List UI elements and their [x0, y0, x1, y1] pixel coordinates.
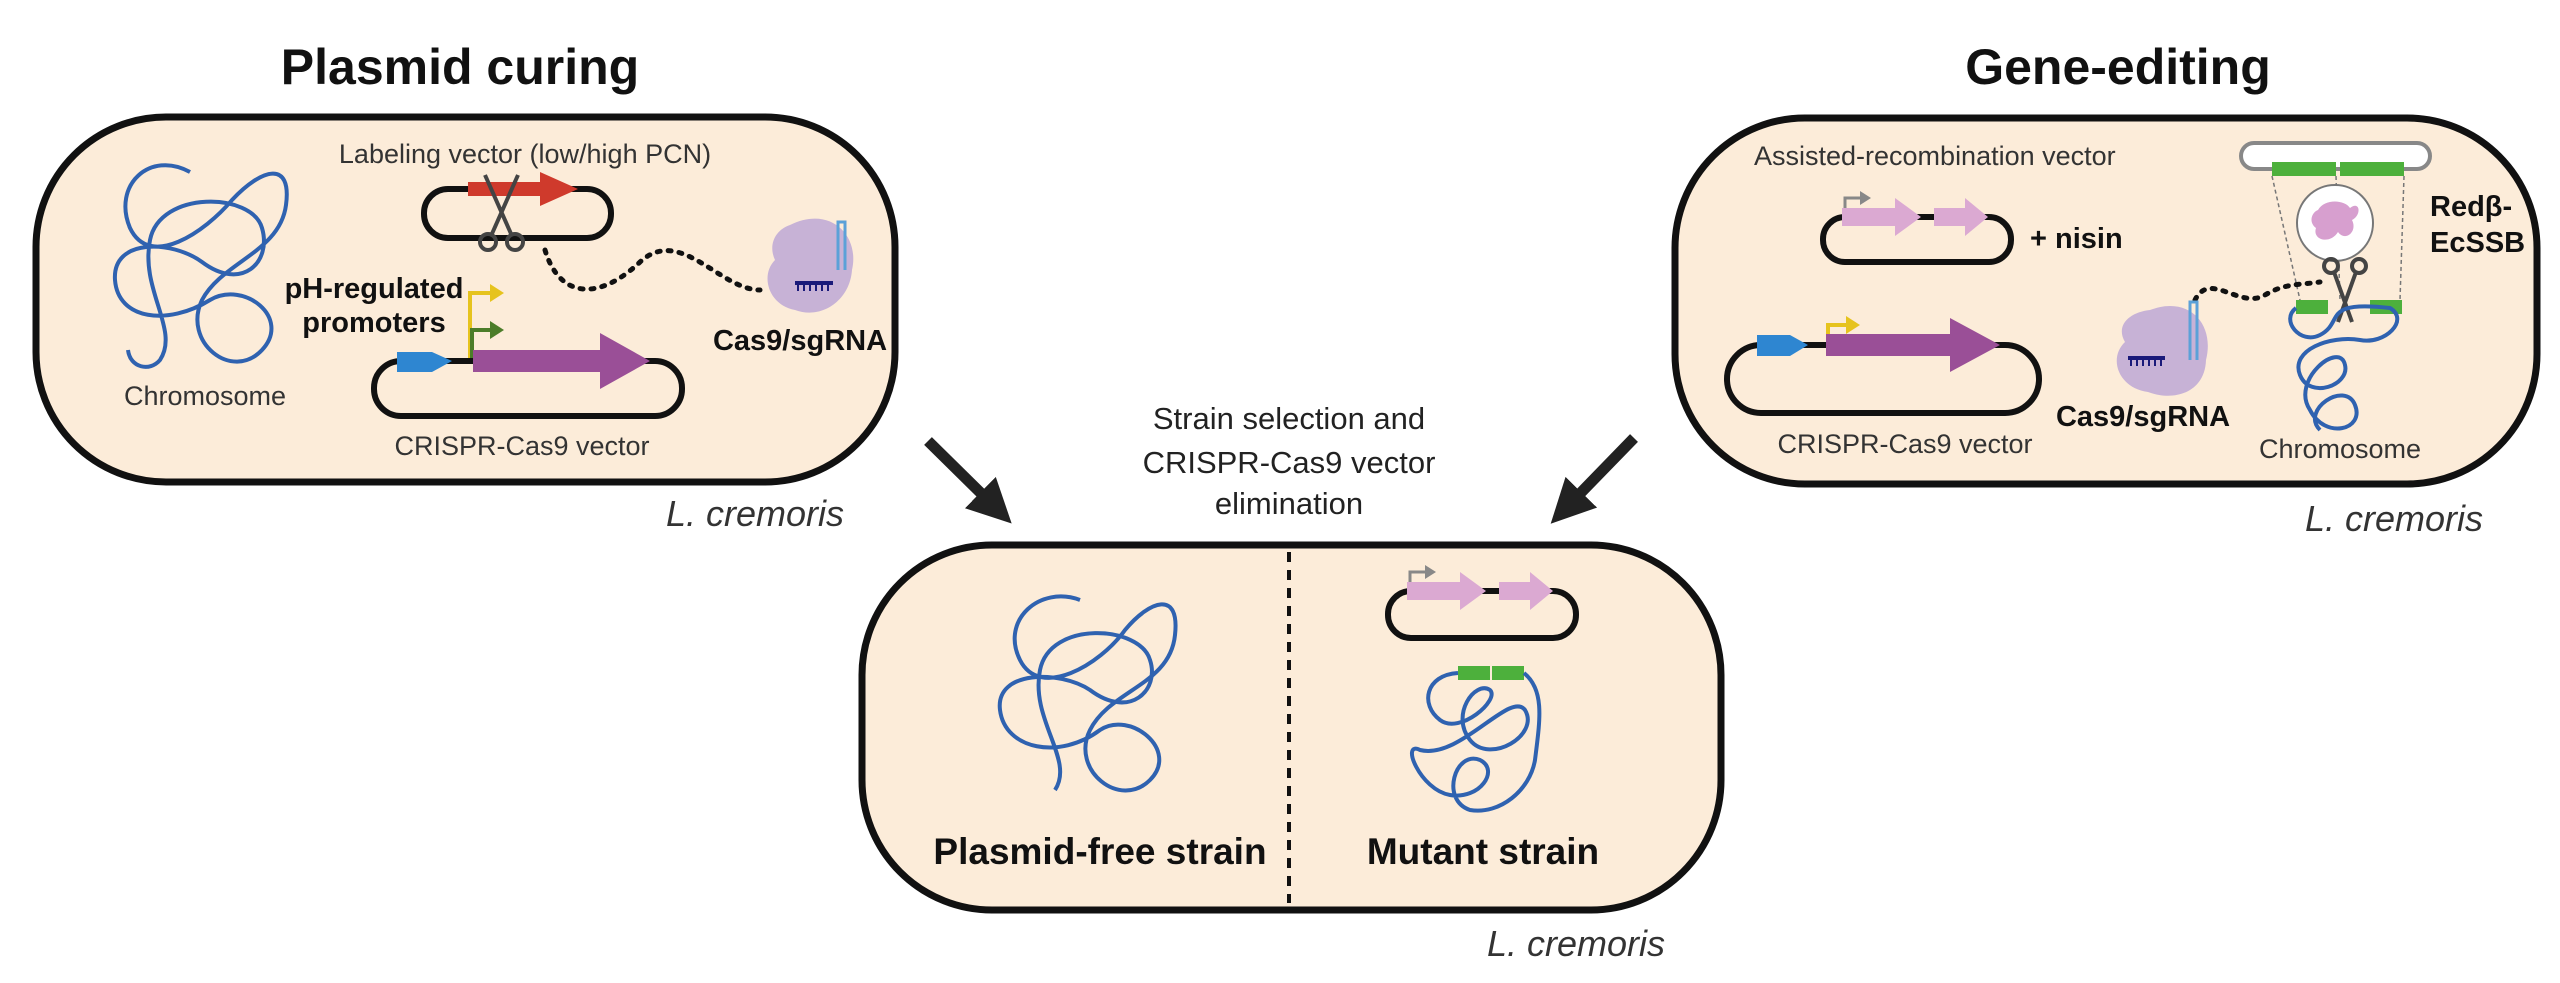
chromosome-squiggle — [2288, 304, 2400, 432]
species-label-left: L. cremoris — [666, 493, 844, 534]
green-promoter-icon — [470, 328, 492, 358]
cas9-sgrna-icon — [767, 218, 854, 313]
plasmid-free-chromosome — [997, 594, 1178, 793]
homology-arm-right — [2340, 162, 2404, 176]
edited-arm-left — [1458, 666, 1490, 680]
process-label-2: CRISPR-Cas9 vector — [1143, 445, 1436, 480]
scissors-icon — [478, 174, 525, 252]
nisin-label: + nisin — [2030, 223, 2123, 255]
title-plasmid-curing: Plasmid curing — [281, 39, 639, 95]
redbeta-gene-arrow — [1842, 198, 1921, 236]
cas9-sgrna-icon — [2116, 300, 2208, 396]
process-label-3: elimination — [1215, 486, 1363, 521]
chromosome-squiggle — [112, 163, 289, 369]
plasmid-free-strain-label: Plasmid-free strain — [933, 831, 1266, 872]
result-cell: Plasmid-free strain Mutant strain — [858, 541, 1725, 914]
crispr-vector-label: CRISPR-Cas9 vector — [1777, 429, 2032, 459]
arrow-left-to-bottom — [924, 437, 1012, 524]
cas9-gene-arrow — [473, 333, 650, 389]
arrow-right-to-bottom — [1550, 434, 1638, 524]
cell-body — [32, 113, 899, 486]
recombinase-protein-icon — [2311, 201, 2359, 240]
blue-promoter-arrow — [1757, 335, 1808, 356]
ecssb-gene-arrow — [1499, 572, 1553, 610]
recombination-guides — [2271, 175, 2405, 301]
title-gene-editing: Gene-editing — [1965, 39, 2271, 95]
gray-promoter-head — [1860, 191, 1871, 205]
mutant-strain-label: Mutant strain — [1367, 831, 1599, 872]
edited-arm-right — [1492, 666, 1524, 680]
chromosome-arm-left — [2296, 300, 2328, 314]
redbeta-gene-arrow — [1407, 572, 1486, 610]
recombinase-label-2: EcSSB — [2430, 227, 2525, 259]
assisted-vector-label: Assisted-recombination vector — [1754, 141, 2116, 171]
gene-editing-cell: Assisted-recombination vector + nisin Re… — [1671, 114, 2541, 488]
process-label-1: Strain selection and — [1153, 401, 1425, 436]
cas9-gene-arrow — [1826, 318, 2000, 372]
homology-arm-left — [2272, 162, 2336, 176]
blue-promoter-arrow — [397, 352, 452, 372]
promoters-label-2: promoters — [302, 307, 445, 339]
species-label-bottom: L. cremoris — [1487, 923, 1665, 964]
crispr-vector-label: CRISPR-Cas9 vector — [394, 431, 649, 461]
ecssb-gene-arrow — [1934, 198, 1988, 236]
species-label-right: L. cremoris — [2305, 498, 2483, 539]
recombinase-label-1: Redβ- — [2430, 191, 2512, 223]
guide-dotted-line — [2192, 279, 2323, 303]
plasmid-curing-cell: Chromosome Labeling vector (low/high PCN… — [32, 113, 899, 486]
scissors-icon — [2322, 257, 2368, 323]
cas9-label: Cas9/sgRNA — [2056, 401, 2230, 433]
chromosome-label: Chromosome — [124, 381, 286, 411]
cas9-label: Cas9/sgRNA — [713, 325, 887, 357]
labeling-vector-label: Labeling vector (low/high PCN) — [339, 139, 711, 169]
yellow-promoter-head — [490, 284, 504, 302]
yellow-promoter-head — [1846, 316, 1860, 334]
promoters-label-1: pH-regulated — [285, 273, 464, 305]
guide-dotted-line — [542, 247, 763, 293]
chromosome-label: Chromosome — [2259, 434, 2421, 464]
gray-promoter-head — [1425, 565, 1436, 579]
green-promoter-head — [490, 321, 504, 339]
labeling-gene-arrow — [468, 172, 578, 206]
mutant-chromosome — [1409, 671, 1542, 813]
